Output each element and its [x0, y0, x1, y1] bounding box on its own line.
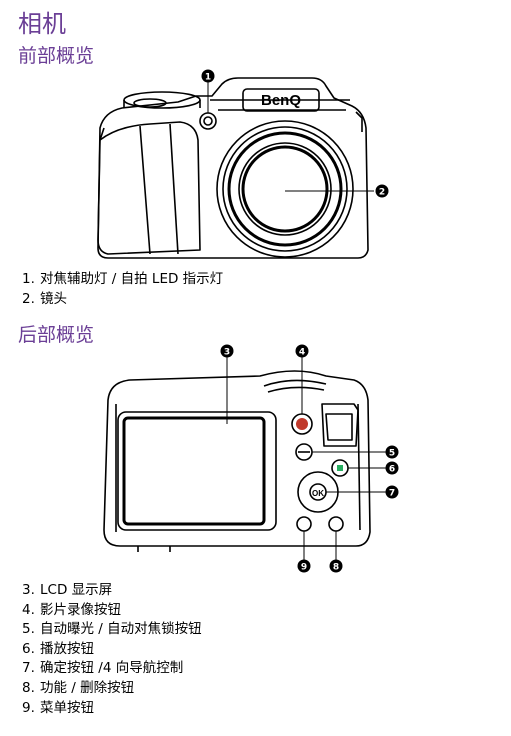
back-parts-list: 3.LCD 显示屏 4.影片录像按钮 5.自动曝光 / 自动对焦锁按钮 6.播放…: [22, 581, 202, 718]
list-item: 8.功能 / 删除按钮: [22, 679, 135, 696]
list-item: 5.自动曝光 / 自动对焦锁按钮: [22, 621, 202, 638]
list-item: 6.播放按钮: [22, 640, 94, 657]
brand-logo: BenQ: [261, 92, 301, 109]
list-item: 7.确定按钮 /4 向导航控制: [22, 660, 184, 677]
callout-2: 2: [379, 188, 385, 198]
back-overview-heading: 后部概览: [18, 324, 95, 346]
list-item: 9.菜单按钮: [22, 699, 94, 716]
front-parts-list: 1.对焦辅助灯 / 自拍 LED 指示灯 2.镜头: [22, 270, 223, 309]
callout-1: 1: [205, 73, 211, 83]
front-overview-heading: 前部概览: [18, 45, 95, 67]
list-item: 1.对焦辅助灯 / 自拍 LED 指示灯: [22, 271, 224, 287]
list-item: 3.LCD 显示屏: [22, 582, 113, 598]
list-item: 2.镜头: [22, 290, 67, 307]
list-item: 4.影片录像按钮: [22, 601, 121, 618]
page-title: 相机: [18, 10, 66, 38]
